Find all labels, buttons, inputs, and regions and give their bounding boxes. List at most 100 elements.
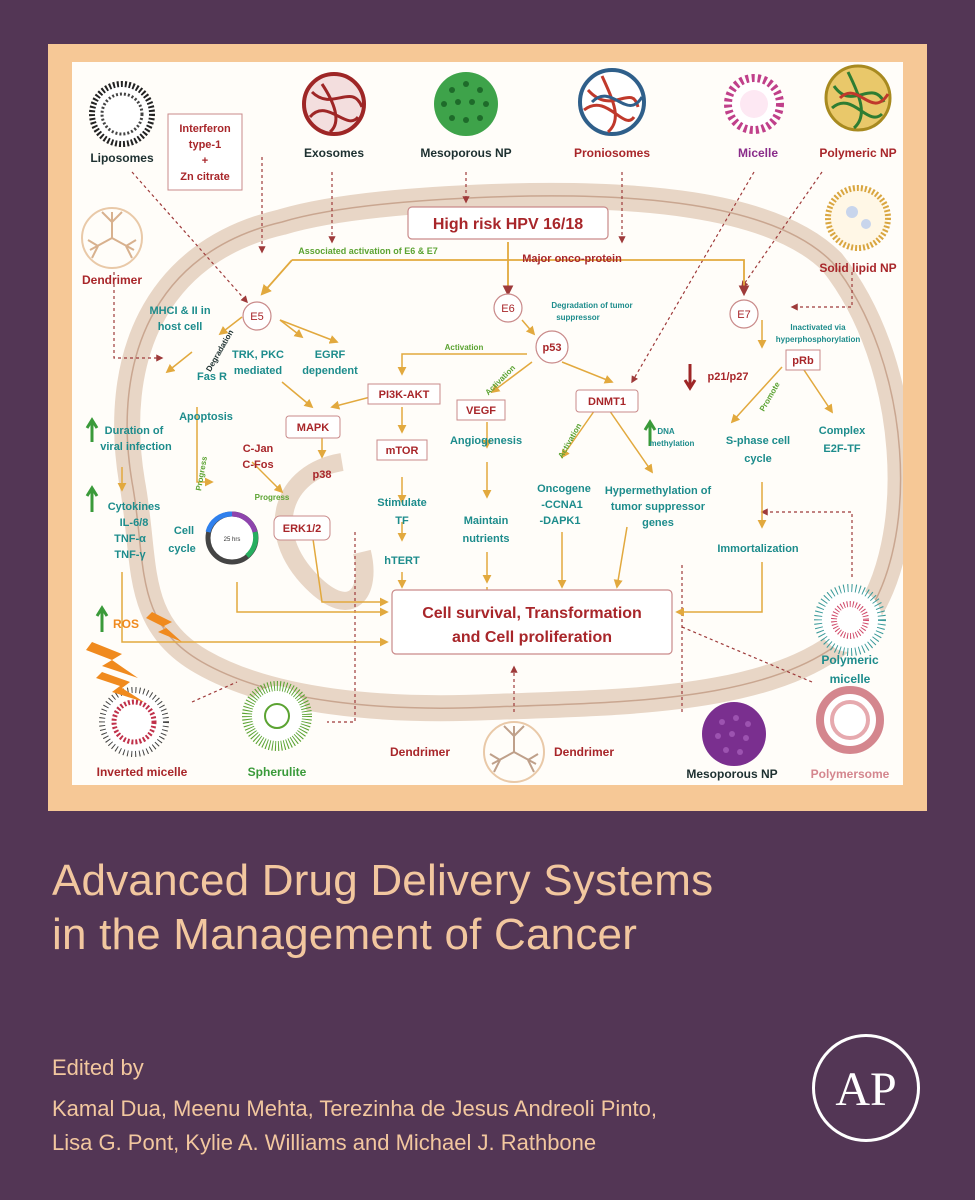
cell-membrane [114,182,903,722]
trk-line1: TRK, PKC [232,349,284,361]
vegf-label: VEGF [466,405,496,417]
degradation-label: Degradation [204,328,235,373]
inactivated-line2: hyperphosphorylation [776,335,861,344]
mhc-line1: MHCI & II in [149,305,210,317]
e6-circle [493,293,523,323]
maintain-line1: Maintain [464,515,509,527]
stimulate-line1: Stimulate [377,497,427,509]
progress-label-2: Progress [255,493,290,502]
e5-label: E5 [250,311,263,323]
inactivated-line1: Inactivated via [790,323,846,332]
dna-methylation-line2: methylation [650,439,695,448]
dnmt1-box [575,389,639,413]
hypermeth-line3: genes [642,517,674,529]
solid-lipid-np-icon [825,185,891,251]
complex-line1: Complex [819,425,866,437]
egrf-line1: EGRF [315,349,346,361]
maintain-line2: nutrients [462,533,509,545]
book-title: Advanced Drug Delivery Systems in the Ma… [52,854,932,962]
interferon-line1: Interferon [179,123,231,135]
e7-label: E7 [737,309,750,321]
activation-label-1: Activation [445,343,484,352]
cytokines-line3: TNF-α [114,533,146,545]
angiogenesis-label: Angiogenesis [450,435,522,447]
assoc-activation-label: Associated activation of E6 & E7 [298,246,438,256]
label-dendrimer-left: Dendrimer [82,273,142,287]
label-inverted-micelle: Inverted micelle [97,765,188,779]
mtor-box [376,439,428,461]
fas-r-label: Fas R [197,371,227,383]
mapk-label: MAPK [297,422,329,434]
dendrimer-icon-bottom [483,721,545,783]
mhc-line2: host cell [158,321,203,333]
hpv-box [407,206,609,240]
dna-methylation-line1: DNA [657,427,675,436]
cell-cycle-wheel [205,511,259,565]
erk-label: ERK1/2 [283,523,322,535]
egrf-line2: dependent [302,365,358,377]
interferon-line2: type-1 [189,139,221,151]
label-polymeric-np: Polymeric NP [819,146,896,160]
label-mesoporous-np-bottom: Mesoporous NP [686,767,777,781]
interferon-line4: Zn citrate [180,171,230,183]
label-proniosomes: Proniosomes [574,146,650,160]
up-arrow-icon [85,485,99,512]
oncogene-line3: -DAPK1 [540,515,581,527]
vegf-box [456,399,506,421]
prb-label: pRb [792,355,814,367]
activation-label-3: Activation [556,422,583,460]
activation-label-2: Activation [483,363,517,397]
book-title-line1: Advanced Drug Delivery Systems [52,856,714,905]
oncogene-line2: -CCNA1 [541,499,583,511]
immortalization-label: Immortalization [717,543,799,555]
degradation-tumor-line1: Degradation of tumor [551,301,632,310]
publisher-logo: AP [812,1034,920,1142]
publisher-logo-icon: AP [835,1063,896,1116]
polymeric-micelle-icon [814,584,886,656]
label-polymeric-micelle-2: micelle [830,672,871,686]
cycle-center-label: 25 hrs [224,537,241,543]
up-arrow-icon [85,417,99,442]
interferon-line3: + [202,155,208,167]
pi3k-box [367,383,441,405]
duration-line2: viral infection [100,441,172,453]
editors-list: Kamal Dua, Meenu Mehta, Terezinha de Jes… [52,1092,657,1160]
polymeric-np-icon [824,64,892,132]
trk-line2: mediated [234,365,282,377]
prb-box [785,349,821,371]
mesoporous-np-icon [434,72,498,136]
down-arrow-icon [683,364,697,391]
exosome-icon [302,72,366,136]
cytokines-line2: IL-6/8 [120,517,149,529]
spherulite-icon [242,681,312,751]
mesoporous-np-icon-bottom [702,702,766,766]
htert-label: hTERT [384,555,420,567]
duration-line1: Duration of [105,425,164,437]
ros-label: ROS [113,617,139,631]
hpv-label: High risk HPV 16/18 [433,216,583,233]
e6-label: E6 [501,303,514,315]
polymersome-icon [816,686,884,754]
e7-circle [729,299,759,329]
sphase-line2: cycle [744,453,772,465]
p38-label: p38 [313,469,332,481]
label-dendrimer-bottom-b: Dendrimer [554,745,614,759]
book-title-line2: in the Management of Cancer [52,910,638,959]
degradation-tumor-line2: suppressor [556,313,600,322]
dnmt1-label: DNMT1 [588,396,626,408]
label-dendrimer-bottom-a: Dendrimer [390,745,450,759]
label-spherulite: Spherulite [248,765,307,779]
label-mesoporous-np: Mesoporous NP [420,146,511,160]
publisher-logo-text: AP [835,1063,896,1116]
complex-line2: E2F-TF [823,443,861,455]
sphase-line1: S-phase cell [726,435,790,447]
oncogene-line1: Oncogene [537,483,591,495]
label-micelle: Micelle [738,146,778,160]
cytokines-line1: Cytokines [108,501,161,513]
survival-line2: and Cell proliferation [452,629,612,646]
editors-line2: Lisa G. Pont, Kylie A. Williams and Mich… [52,1130,597,1155]
inverted-micelle-icon [99,687,169,757]
survival-box [391,589,673,655]
micelle-icon [724,74,784,134]
cytokines-line4: TNF-γ [114,549,146,561]
